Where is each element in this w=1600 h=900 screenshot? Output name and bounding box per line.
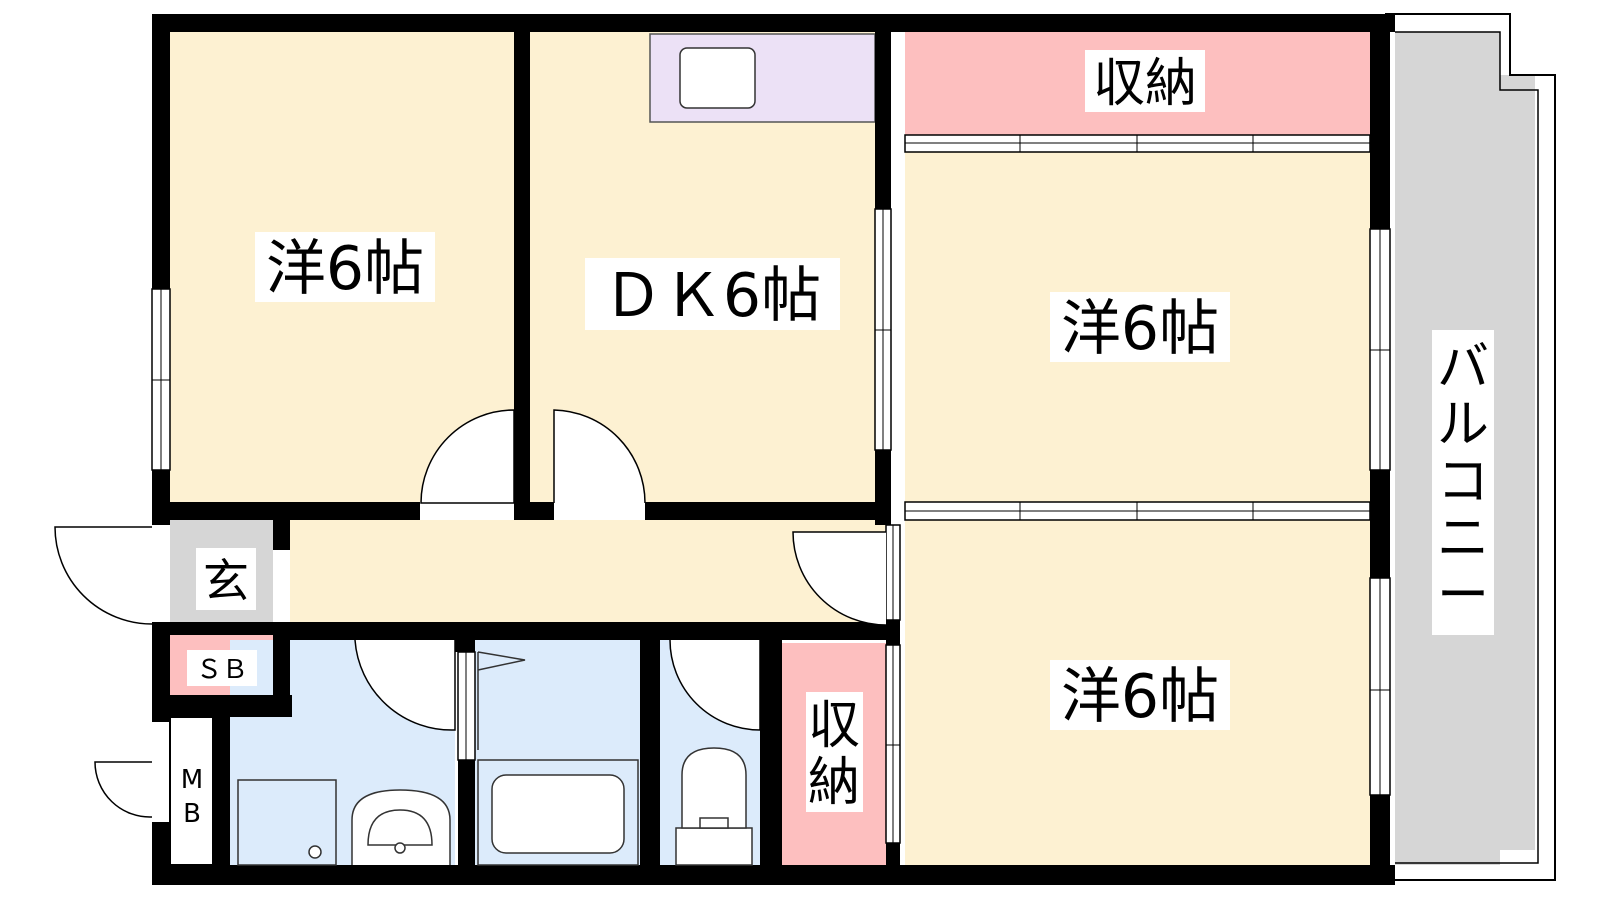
label-meter-box-b: B [183, 799, 201, 829]
label-bg-entrance [196, 548, 256, 610]
label-bg-storage-mid [806, 692, 863, 812]
shower-icon [477, 651, 526, 750]
label-dk: ＤＫ6帖 [603, 261, 821, 331]
labels: 洋6帖 ＤＫ6帖 洋6帖 洋6帖 収納 収 納 玄 ＳＢ M B バ ル コ ニ… [181, 50, 1494, 829]
sliding-door-storage-mid [885, 644, 901, 844]
bathtub-icon [477, 759, 639, 866]
label-storage-mid-2: 納 [808, 753, 860, 813]
wall-wash-bath-low [458, 760, 475, 885]
drain-icon [308, 845, 322, 859]
label-western-se: 洋6帖 [1061, 662, 1219, 732]
sliding-door-hall-se [885, 524, 901, 621]
wall-hall-top-mid [514, 502, 554, 520]
wall-storage-top-bottom [1370, 135, 1390, 153]
door-dk [553, 409, 646, 504]
wall-wash-left [273, 622, 290, 717]
door-washroom [354, 639, 456, 731]
door-toilet [669, 639, 761, 731]
door-hall-se [792, 531, 887, 626]
sliding-doors [457, 134, 1371, 844]
meter-box-floor [169, 716, 214, 866]
walls [152, 14, 1395, 885]
wall-wash-bath [455, 622, 475, 652]
window-east-upper [1369, 228, 1391, 471]
wall-meter-right [213, 717, 230, 885]
sliding-door-dk-ne [874, 208, 892, 451]
door-meter-box [94, 761, 153, 818]
label-balcony-5: ー [1437, 566, 1489, 626]
wall-se-west-bottom [886, 843, 900, 885]
toilet-tank-icon [675, 827, 753, 866]
wall-right-mid [1370, 470, 1390, 578]
label-meter-box-m: M [181, 765, 203, 795]
label-western-ne: 洋6帖 [1061, 294, 1219, 364]
fixtures [237, 47, 756, 866]
wall-dk-east-top [875, 14, 891, 209]
bathtub-inner-icon [491, 774, 625, 854]
wall-hall-top-left [152, 502, 420, 520]
wall-right-bottom [1370, 795, 1390, 885]
wall-top [152, 14, 1395, 32]
wall-toilet-storage [760, 622, 782, 885]
label-bg-western-nw [255, 232, 435, 302]
sliding-door-wash-bath [457, 651, 476, 761]
toilet-seat-icon [699, 817, 729, 829]
washbasin-bowl-icon [367, 809, 433, 846]
label-balcony-2: ル [1437, 395, 1489, 455]
label-bg-shoe-box [187, 650, 257, 686]
wall-ne-bottom-right [1370, 500, 1390, 520]
wall-left-lower [152, 622, 170, 722]
hallway-floor [290, 520, 886, 622]
label-bg-storage-top [1085, 50, 1205, 112]
label-balcony-4: ニ [1437, 509, 1489, 569]
label-balcony-3: コ [1437, 452, 1489, 512]
balcony-outline-inner [1395, 31, 1539, 864]
wall-hall-top-right [645, 502, 890, 520]
window-east-lower [1369, 577, 1391, 796]
label-entrance: 玄 [203, 554, 249, 608]
wall-left-upper [152, 14, 170, 289]
balcony-outline [1380, 13, 1556, 881]
label-storage-mid-1: 収 [808, 696, 860, 756]
wall-west-dk [514, 14, 530, 520]
label-western-nw: 洋6帖 [266, 234, 424, 304]
sliding-door-storage-top [904, 134, 1371, 153]
label-storage-top: 収納 [1093, 54, 1197, 114]
wall-hall-bottom [273, 622, 900, 640]
window-west [151, 288, 171, 471]
swing-doors [54, 409, 887, 818]
faucet-icon [394, 842, 406, 854]
toilet-bowl-icon [681, 747, 747, 829]
wall-entrance-sb [170, 622, 273, 635]
label-shoe-box: ＳＢ [196, 655, 248, 685]
label-bg-balcony [1432, 330, 1494, 635]
wall-right-top [1370, 14, 1390, 229]
washing-machine-icon [237, 779, 337, 866]
label-bg-western-ne [1050, 292, 1230, 362]
label-balcony-1: バ [1437, 338, 1489, 398]
wall-sb-bottom [170, 695, 292, 717]
sliding-door-ne-se [904, 501, 1371, 521]
label-bg-dk [585, 258, 840, 330]
wall-bath-toilet [640, 622, 660, 885]
door-entrance [54, 526, 153, 625]
label-bg-western-se [1050, 660, 1230, 730]
wall-hall-entrance [273, 520, 290, 550]
door-western-nw [420, 409, 515, 504]
windows [151, 228, 1391, 796]
kitchen-sink-icon [679, 47, 756, 109]
wall-left-bottom [152, 822, 170, 885]
